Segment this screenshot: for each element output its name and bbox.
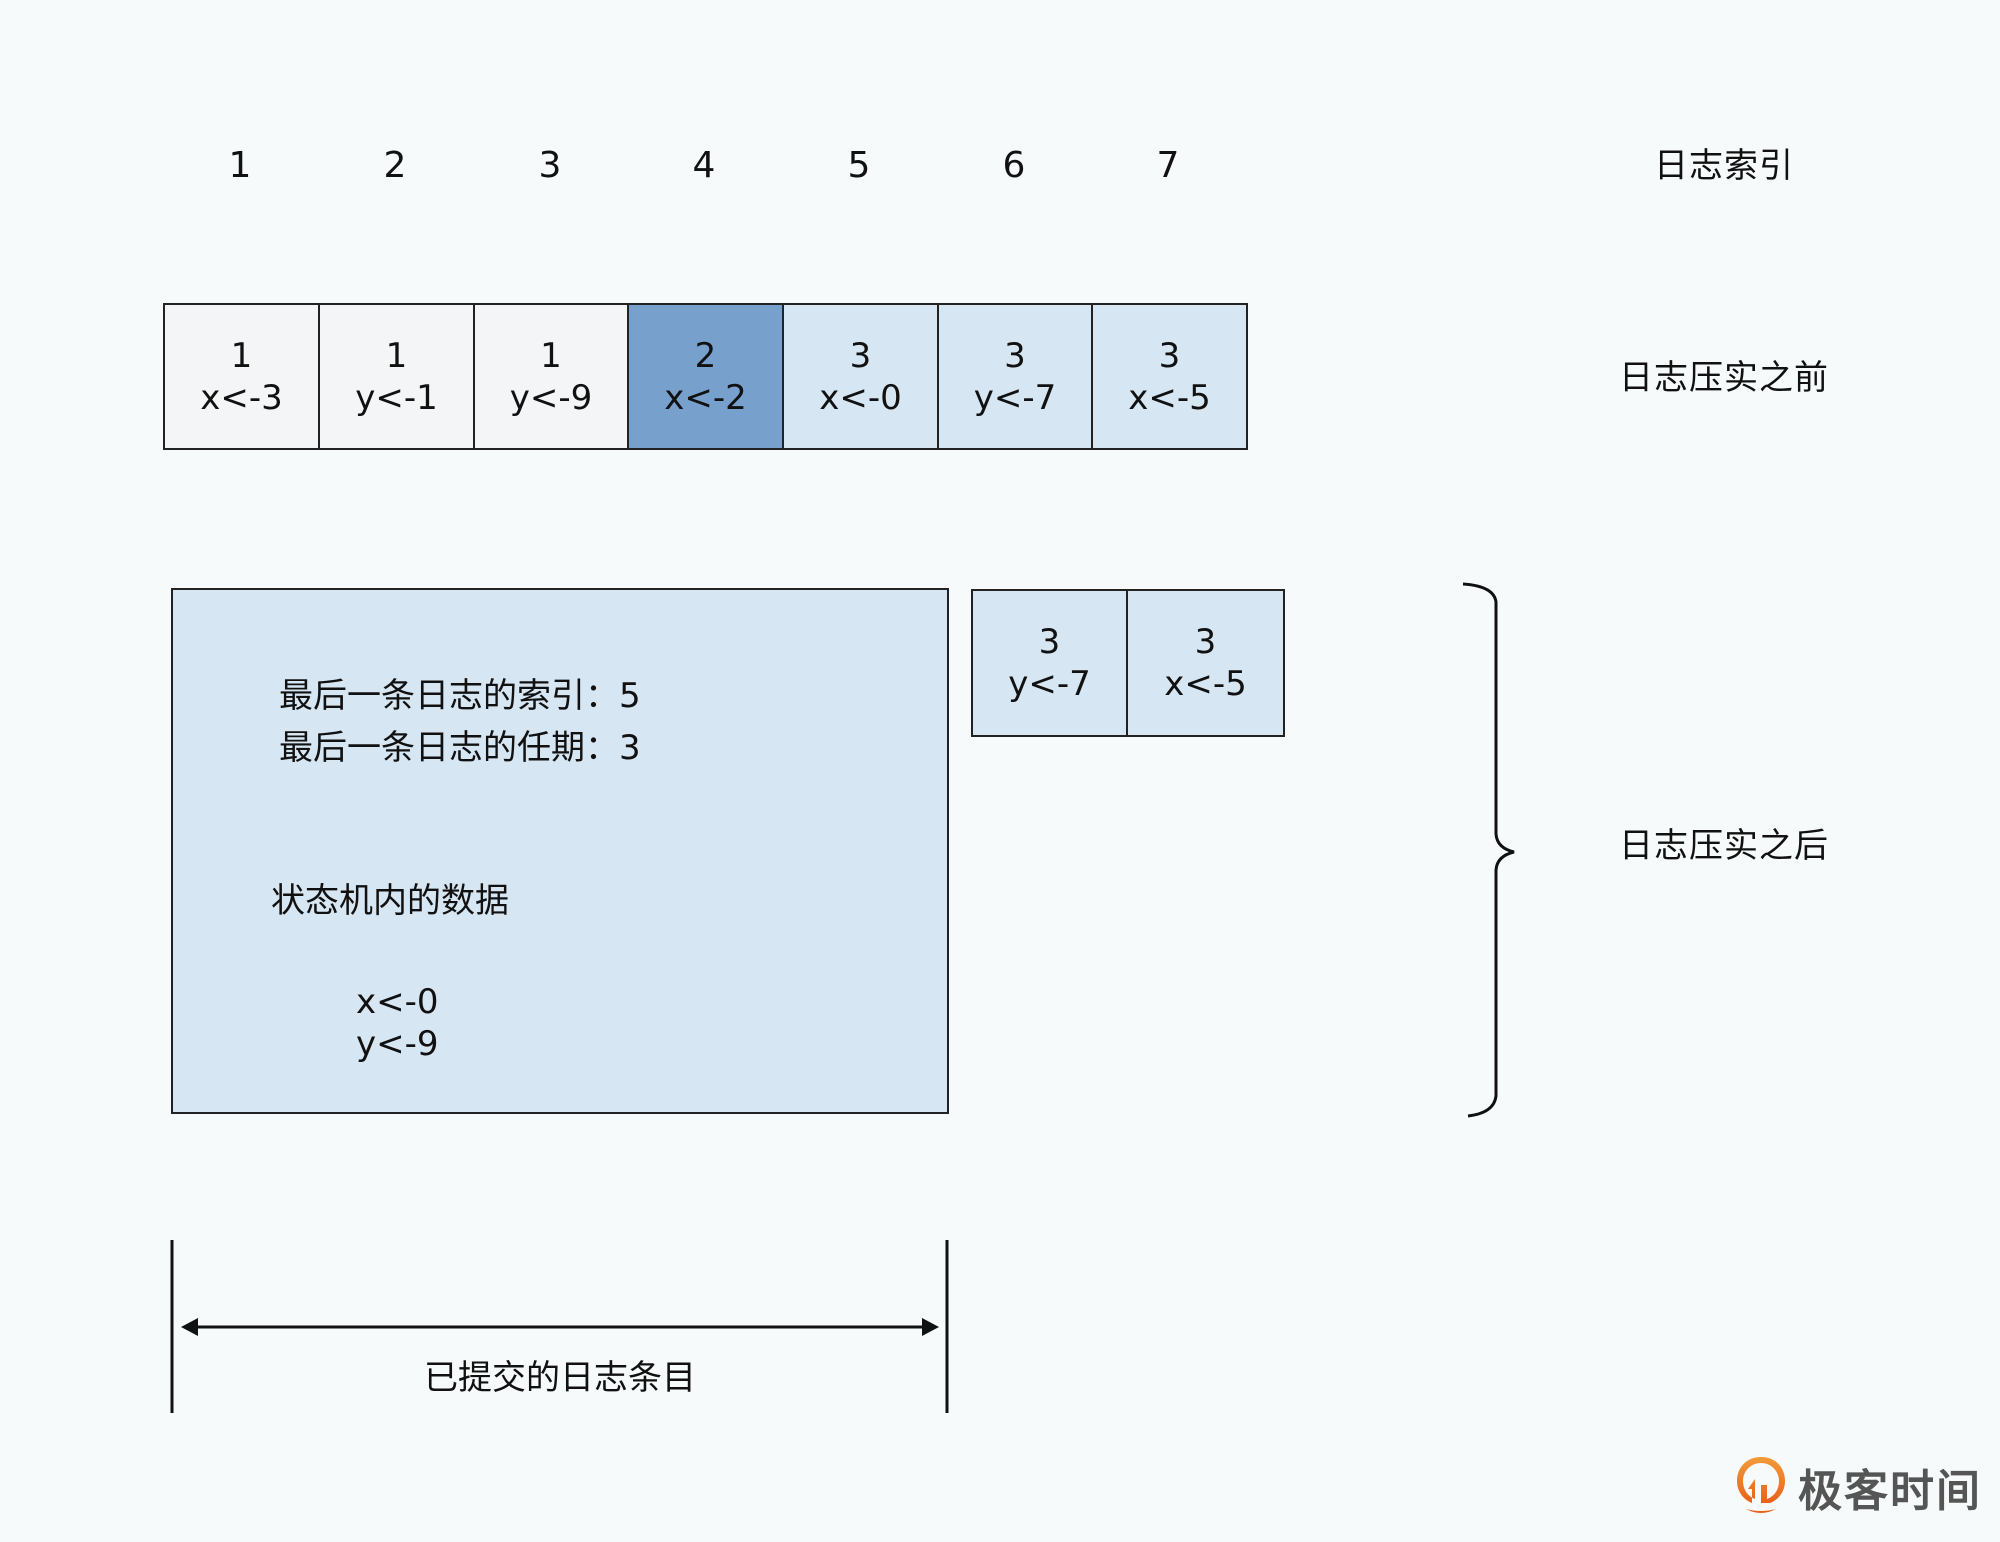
state-value: x<-0 [356,982,439,1022]
log-entry: 3 y<-7 [973,591,1128,735]
index-label: 6 [1002,145,1026,186]
state-machine-title: 状态机内的数据 [271,881,509,921]
curly-brace-icon [1462,582,1515,1118]
entry-command: y<-7 [1008,664,1091,704]
state-value: y<-9 [356,1024,439,1064]
arrow-left-icon [181,1318,198,1336]
entry-command: x<-0 [819,377,902,418]
geektime-logo-icon [1737,1457,1785,1513]
geektime-logo: 极客时间 [1734,1455,1982,1519]
index-label: 1 [228,145,252,186]
entry-term: 3 [1194,622,1217,662]
log-entry: 3 x<-5 [1128,591,1285,735]
log-entry: 1 y<-9 [475,305,629,448]
entry-term: 1 [385,335,408,376]
logo-text: 极客时间 [1798,1466,1982,1517]
entry-term: 3 [849,335,872,376]
entry-term: 3 [1004,335,1026,376]
log-before-compaction: 1 x<-3 1 y<-1 1 y<-9 2 x<-2 3 x<-0 3 y<-… [163,303,1248,450]
index-label: 4 [692,145,716,186]
log-after-compaction: 3 y<-7 3 x<-5 [971,589,1285,737]
entry-command: y<-7 [973,377,1057,418]
snapshot-last-term: 最后一条日志的任期：3 [279,728,641,768]
entry-term: 1 [230,335,253,376]
entry-command: x<-3 [200,377,283,418]
index-label: 5 [847,145,871,186]
snapshot-box: 最后一条日志的索引：5 最后一条日志的任期：3 状态机内的数据 x<-0 y<-… [171,588,949,1114]
log-entry: 3 x<-0 [784,305,939,448]
arrow-right-icon [922,1318,939,1336]
log-entry: 3 y<-7 [939,305,1093,448]
committed-entries-label: 已提交的日志条目 [424,1358,696,1398]
snapshot-last-index: 最后一条日志的索引：5 [279,676,641,716]
entry-command: x<-5 [1164,664,1247,704]
log-entry-highlighted: 2 x<-2 [629,305,784,448]
index-label: 3 [538,145,562,186]
entry-command: x<-5 [1128,377,1211,418]
entry-command: x<-2 [664,377,747,418]
after-compaction-label: 日志压实之后 [1619,826,1829,866]
index-label: 7 [1156,145,1180,186]
before-compaction-label: 日志压实之前 [1619,358,1829,398]
entry-term: 3 [1158,335,1181,376]
entry-term: 3 [1038,622,1061,662]
entry-command: y<-1 [355,377,438,418]
log-entry: 3 x<-5 [1093,305,1248,448]
entry-command: y<-9 [509,377,593,418]
log-index-label: 日志索引 [1654,146,1794,186]
entry-term: 2 [694,335,717,376]
log-entry: 1 x<-3 [165,305,320,448]
log-entry: 1 y<-1 [320,305,475,448]
entry-term: 1 [540,335,562,376]
index-label: 2 [383,145,407,186]
